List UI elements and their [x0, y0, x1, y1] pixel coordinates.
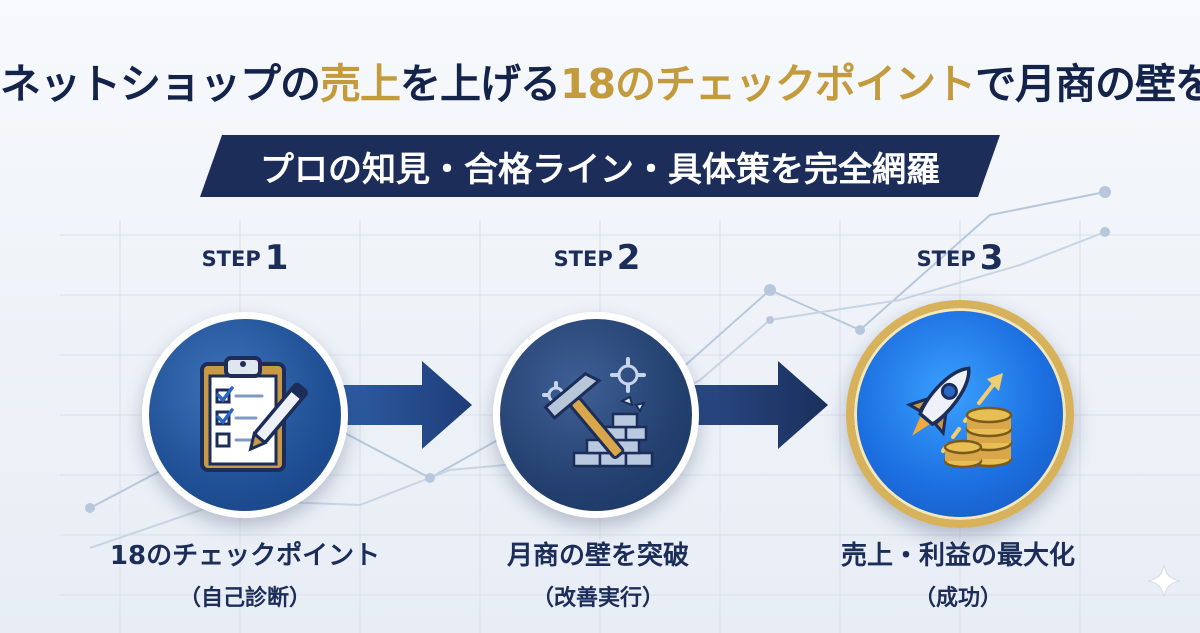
step-2-number: 2 — [616, 238, 641, 278]
sparkle-icon — [1147, 564, 1181, 598]
step-2-circle — [493, 312, 699, 518]
step-3-word: STEP — [916, 247, 976, 271]
arrow-step2-to-step3 — [690, 361, 828, 449]
clipboard-checklist-icon — [200, 356, 308, 472]
step-3-caption-main: 売上・利益の最大化 — [840, 541, 1075, 571]
headline-part5: で月商の壁を突破する！ — [975, 60, 1200, 108]
step-1-circle — [142, 312, 348, 518]
step-2-caption-main: 月商の壁を突破 — [506, 541, 689, 571]
step-1-caption-main: 18のチェックポイント — [109, 541, 381, 571]
step-3-circle — [846, 300, 1074, 528]
step-1-caption-sub: （自己診断） — [178, 586, 311, 611]
step-2-caption-sub: （改善実行） — [531, 586, 664, 611]
headline-part3: を上げる — [400, 60, 561, 108]
step-2-caption: 月商の壁を突破 （改善実行） — [448, 535, 748, 612]
step-1-word: STEP — [201, 247, 261, 271]
headline-highlight-checkpoints: 18のチェックポイント — [560, 60, 976, 108]
step-1-caption: 18のチェックポイント （自己診断） — [95, 535, 395, 612]
step-3-caption: 売上・利益の最大化 （成功） — [808, 535, 1108, 612]
headline-part1: ネットショップの — [0, 60, 321, 108]
rocket-coins-icon — [905, 366, 1013, 469]
hammer-wall-icon — [542, 357, 654, 468]
headline-highlight-sales: 売上 — [320, 60, 401, 108]
step-3-caption-sub: （成功） — [913, 586, 1002, 611]
arrow-step1-to-step2 — [334, 361, 472, 449]
headline: ネットショップの売上を上げる18のチェックポイントで月商の壁を突破する！ — [0, 50, 1200, 110]
subtitle-banner: プロの知見・合格ライン・具体策を完全網羅 — [200, 135, 1000, 197]
banner-text: プロの知見・合格ライン・具体策を完全網羅 — [260, 149, 940, 190]
step-1-number: 1 — [264, 238, 289, 278]
step-3-number: 3 — [979, 238, 1004, 278]
step-2-word: STEP — [553, 247, 613, 271]
